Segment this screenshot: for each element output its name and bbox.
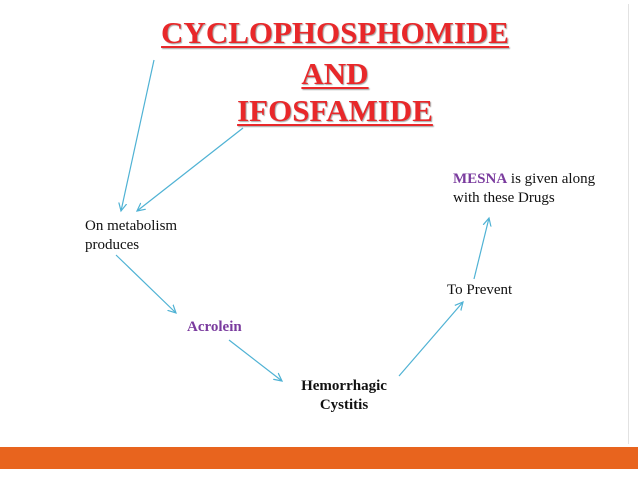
title-line-2: AND	[301, 56, 369, 91]
mesna-line-1: MESNA is given along	[453, 170, 595, 189]
arrow-title-to-metabolism-1	[121, 59, 155, 211]
title-line-1: CYCLOPHOSPHOMIDE	[161, 15, 509, 50]
prevent-label: To Prevent	[447, 282, 513, 298]
slide-right-border	[628, 4, 629, 444]
footer-bar	[0, 447, 638, 469]
cystitis-line-2: Cystitis	[319, 397, 369, 413]
metabolism-label: On metabolism produces	[85, 217, 177, 255]
arrow-prevent-to-mesna	[473, 218, 489, 280]
mesna-line-1-rest: is given along	[507, 171, 596, 187]
mesna-drug-name: MESNA	[453, 171, 508, 187]
arrow-cystitis-to-prevent	[398, 302, 463, 377]
cystitis-line-1: Hemorrhagic	[301, 378, 387, 394]
mesna-line-2: with these Drugs	[453, 190, 555, 206]
cystitis-label: Hemorrhagic Cystitis	[285, 377, 403, 415]
arrow-acrolein-to-cystitis	[228, 339, 282, 381]
metabolism-line-1: On metabolism	[85, 218, 178, 234]
arrow-title-to-metabolism-2	[137, 127, 244, 211]
acrolein-label: Acrolein	[187, 319, 242, 335]
title-line-3: IFOSFAMIDE	[237, 93, 433, 128]
arrow-metabolism-to-acrolein	[115, 254, 176, 313]
mesna-label: MESNA is given along with these Drugs	[453, 170, 595, 208]
metabolism-line-2: produces	[85, 237, 140, 253]
